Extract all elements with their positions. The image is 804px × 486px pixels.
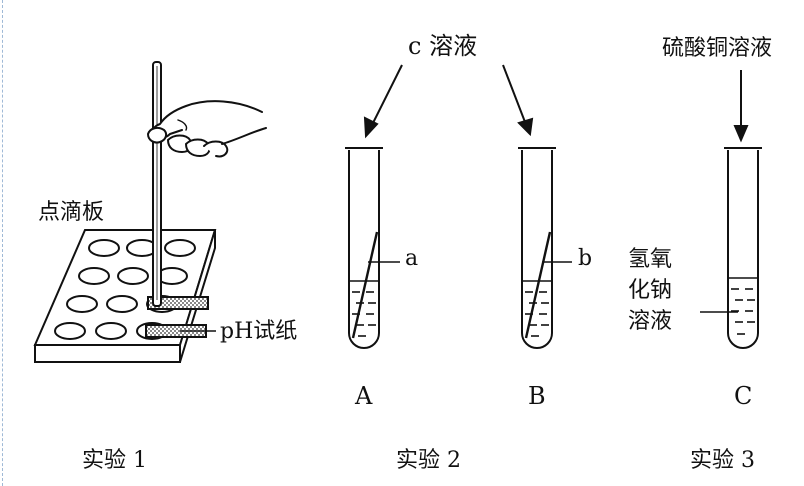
arrow-to-tube-b [502, 64, 526, 123]
test-tube-c-body [727, 150, 759, 349]
ph-paper-strip [147, 296, 209, 310]
experiment-2-caption: 实验 2 [396, 448, 461, 473]
sodium-hydroxide-label-line: 溶液 [628, 309, 673, 334]
page-edge-guide [2, 0, 3, 486]
spot-plate-well [66, 295, 98, 313]
spot-plate-well [95, 322, 127, 340]
reagent-copper-sulfate-arrow [733, 70, 749, 143]
spot-plate-label: 点滴板 [38, 200, 105, 225]
ph-paper-label: pH试纸 [220, 319, 298, 344]
experiment-1-caption: 实验 1 [82, 448, 147, 473]
hand [147, 100, 267, 158]
strip-b [524, 231, 552, 339]
strip-b-label: b [578, 246, 593, 271]
test-tube-b-body [521, 150, 553, 349]
arrow-head [733, 125, 749, 143]
experiment-3-caption: 实验 3 [690, 448, 755, 473]
tube-b-label: B [528, 382, 546, 410]
spot-plate-well [106, 295, 138, 313]
tube-a-label: A [355, 382, 373, 410]
copper-sulfate-label: 硫酸铜溶液 [662, 36, 773, 61]
spot-plate-well [117, 267, 149, 285]
sodium-hydroxide-label-line: 化钠 [628, 278, 673, 303]
spot-plate-well [164, 239, 196, 257]
sodium-hydroxide-label-line: 氢氧 [628, 247, 673, 272]
spot-plate-well [88, 239, 120, 257]
strip-a [351, 231, 379, 339]
ph-paper-strips [145, 296, 216, 338]
arrow-head [363, 116, 379, 139]
test-tube-a-body [348, 150, 380, 349]
liquid-dashes [352, 291, 376, 337]
reagent-c-arrows [363, 64, 534, 139]
glass-rod [152, 61, 162, 307]
spot-plate-well [54, 322, 86, 340]
sodium-hydroxide-label: 氢氧 化钠 溶液 [628, 244, 688, 337]
strip-a-label: a [405, 246, 419, 271]
liquid-dashes [731, 288, 755, 335]
test-tube-b [518, 147, 572, 349]
tube-c-label: C [734, 382, 753, 410]
test-tube-c [700, 147, 762, 349]
reagent-c-label: c 溶液 [408, 32, 478, 60]
spot-plate-front [34, 344, 181, 363]
arrow-to-tube-a [371, 64, 403, 126]
spot-plate-well [78, 267, 110, 285]
test-tube-a [345, 147, 400, 349]
arrow-head [517, 117, 534, 137]
